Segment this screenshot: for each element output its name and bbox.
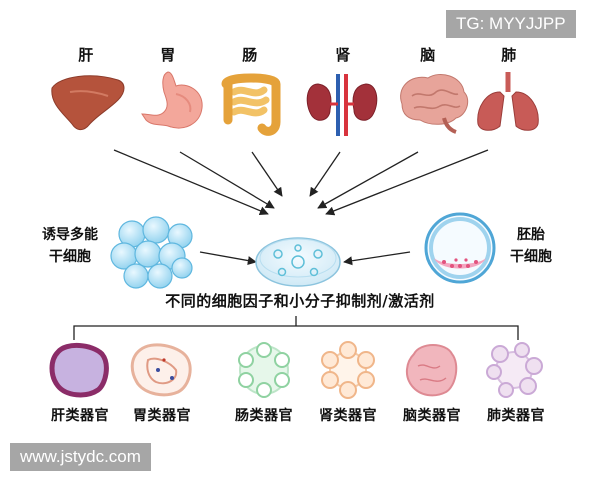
arrow-stomach: [179, 151, 275, 209]
ipsc-cluster-icon: [110, 216, 193, 289]
arrow-lung: [325, 149, 489, 216]
organoid-label-stomach: 胃类器官: [133, 408, 191, 424]
organoid-label-kidney: 肾类器官: [319, 408, 377, 424]
brain-icon: [400, 74, 469, 134]
organ-label-kidney: 肾: [335, 46, 351, 64]
watermark-top: TG: MYYJJPP: [446, 10, 576, 38]
organ-label-stomach: 胃: [160, 46, 176, 64]
kidney-organoid-icon: [321, 341, 375, 399]
organ-label-liver: 肝: [78, 46, 94, 64]
liver-organoid-icon: [49, 343, 109, 398]
kidney-icon: [306, 74, 378, 136]
arrow-brain: [317, 151, 419, 209]
ipsc-label: 诱导多能 干细胞: [32, 224, 108, 268]
organ-label-intestine: 肠: [242, 46, 258, 64]
arrow-intestine: [251, 151, 283, 197]
esc-label-line1: 胚胎: [517, 227, 545, 243]
intestine-icon: [221, 73, 281, 136]
ipsc-label-line2: 干细胞: [49, 249, 91, 265]
liver-icon: [51, 75, 125, 131]
organ-label-brain: 脑: [420, 46, 436, 64]
organoid-label-intestine: 肠类器官: [235, 408, 293, 424]
lung-organoid-icon: [486, 342, 543, 398]
arrow-ipsc: [199, 251, 257, 266]
organ-label-lung: 肺: [501, 46, 517, 64]
organ-arrows: [113, 149, 489, 266]
watermark-bottom: www.jstydc.com: [10, 443, 151, 471]
stomach-icon: [141, 71, 203, 129]
organoid-bracket: [73, 316, 519, 340]
lung-icon: [477, 72, 539, 131]
organoid-label-lung: 肺类器官: [487, 408, 545, 424]
petri-dish-icon: [255, 237, 341, 287]
center-caption: 不同的细胞因子和小分子抑制剂/激活剂: [165, 292, 435, 310]
esc-label-line2: 干细胞: [510, 249, 552, 265]
ipsc-label-line1: 诱导多能: [42, 227, 98, 243]
esc-label: 胚胎 干细胞: [496, 224, 566, 268]
organoid-label-liver: 肝类器官: [51, 408, 109, 424]
arrow-kidney: [309, 151, 341, 197]
brain-organoid-icon: [406, 344, 458, 397]
arrow-liver: [113, 149, 269, 216]
stomach-organoid-icon: [130, 343, 192, 397]
arrow-esc: [343, 251, 411, 266]
esc-blastocyst-icon: [424, 212, 496, 284]
organoid-label-brain: 脑类器官: [403, 408, 461, 424]
intestine-organoid-icon: [238, 342, 290, 398]
